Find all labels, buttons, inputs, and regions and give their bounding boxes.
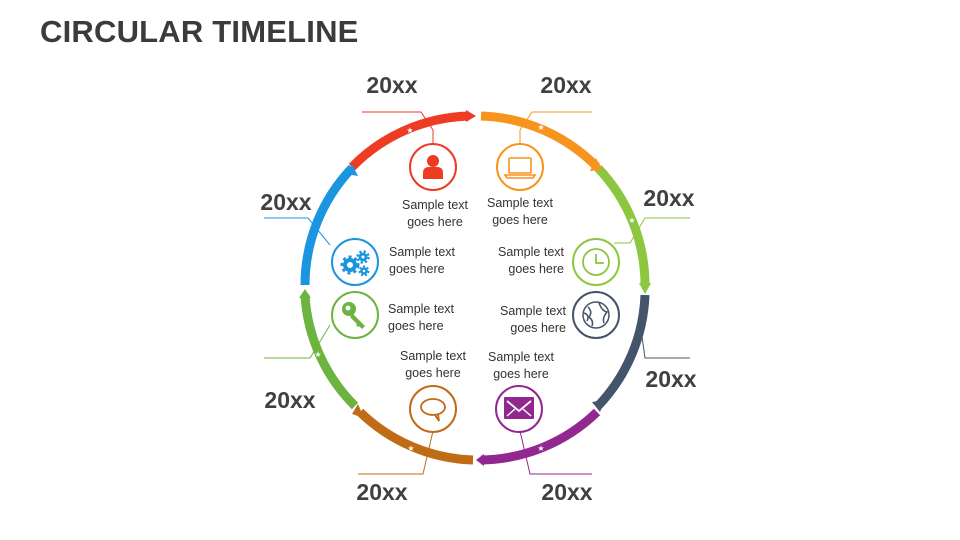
year-label-s8: 20xx: [260, 189, 311, 215]
arrowhead-s2: [590, 158, 602, 171]
connector-s8: [264, 217, 331, 246]
year-label-s2: 20xx: [540, 72, 591, 98]
connector-s2: [519, 111, 592, 143]
year-label-s5: 20xx: [541, 479, 592, 505]
year-label-s4: 20xx: [645, 366, 696, 392]
arrowhead-s1: [466, 110, 476, 122]
ring-arrowheads: [299, 110, 651, 466]
gears-icon: [340, 250, 370, 277]
sample-text-s5-line2: goes here: [493, 367, 549, 381]
sample-text-s7-line2: goes here: [388, 319, 444, 333]
ring-arc-s8: [300, 164, 356, 286]
ring-stars: ★ ★ ★ ★ ★ ★: [314, 123, 635, 453]
timeline-ring: [300, 111, 650, 465]
sample-text-s5-line1: Sample text: [488, 350, 555, 364]
clock-icon: [582, 248, 610, 276]
arrowhead-s8: [346, 164, 358, 176]
connector-s7: [264, 324, 331, 359]
arrowhead-s4: [592, 400, 605, 412]
sample-text-s8-line2: goes here: [389, 262, 445, 276]
year-label-s1: 20xx: [366, 72, 417, 98]
icon-circle-s2: [496, 143, 544, 191]
sample-text-s1-line1: Sample text: [402, 198, 469, 212]
ring-arc-s3: [594, 164, 650, 286]
connector-s3: [614, 217, 690, 244]
year-label-s7: 20xx: [264, 387, 315, 413]
sample-text-s1-line2: goes here: [407, 215, 463, 229]
ring-arc-s1: [348, 111, 470, 171]
sample-text-s2-line1: Sample text: [487, 196, 554, 210]
icon-circle-s7: [331, 291, 379, 339]
ring-arc-s6: [356, 408, 474, 465]
sample-text-blocks: Sample text goes here Sample text goes h…: [388, 196, 567, 381]
ring-arc-s5: [480, 408, 601, 465]
year-connectors: [264, 111, 690, 475]
star-marker: ★: [537, 444, 544, 453]
arrowhead-s5: [476, 454, 484, 466]
arrowhead-s7: [299, 289, 311, 298]
globe-icon: [582, 301, 610, 329]
year-label-s3: 20xx: [643, 185, 694, 211]
chat-bubble-icon: [420, 398, 446, 422]
star-marker: ★: [407, 444, 414, 453]
arrowhead-s3: [639, 283, 651, 294]
icon-circles: [331, 143, 620, 433]
mail-icon: [504, 397, 534, 419]
ring-arc-s7: [300, 294, 359, 410]
sample-text-s2-line2: goes here: [492, 213, 548, 227]
key-icon: [342, 302, 365, 329]
sample-text-s6-line2: goes here: [405, 366, 461, 380]
star-marker: ★: [406, 126, 413, 135]
connector-s4: [639, 321, 690, 359]
star-marker: ★: [314, 350, 321, 359]
sample-text-s4-line1: Sample text: [500, 304, 567, 318]
year-labels: 20xx 20xx 20xx 20xx 20xx 20xx 20xx 20xx: [260, 72, 696, 505]
user-icon: [423, 155, 443, 179]
connector-s6: [358, 430, 434, 475]
star-marker: ★: [537, 123, 544, 132]
sample-text-s3-line2: goes here: [508, 262, 564, 276]
icon-circle-s6: [409, 385, 457, 433]
laptop-icon: [503, 157, 537, 179]
sample-text-s4-line2: goes here: [510, 321, 566, 335]
ring-arc-s2: [480, 111, 601, 171]
sample-text-s3-line1: Sample text: [498, 245, 565, 259]
sample-text-s6-line1: Sample text: [400, 349, 467, 363]
ring-arc-s4: [594, 294, 650, 410]
star-marker: ★: [628, 216, 635, 225]
arrowhead-s6: [352, 404, 364, 418]
connector-s5: [519, 430, 592, 475]
year-label-s6: 20xx: [356, 479, 407, 505]
page-title: CIRCULAR TIMELINE: [40, 14, 359, 49]
connector-s1: [362, 111, 434, 143]
sample-text-s7-line1: Sample text: [388, 302, 455, 316]
icon-circle-s4: [572, 291, 620, 339]
sample-text-s8-line1: Sample text: [389, 245, 456, 259]
